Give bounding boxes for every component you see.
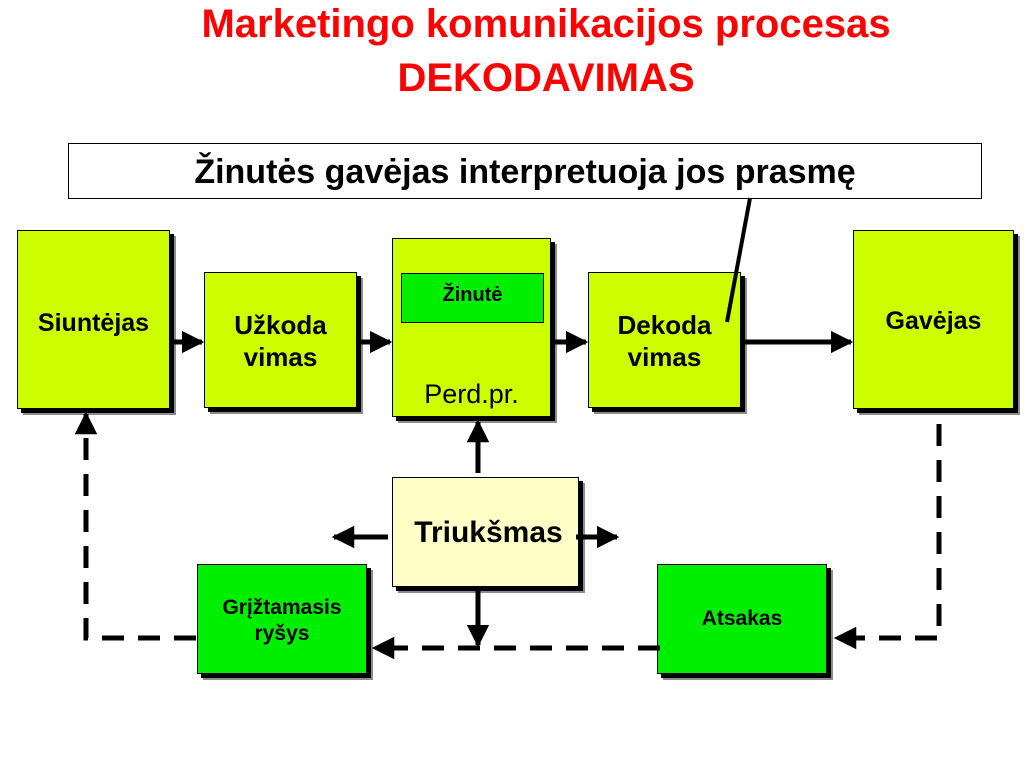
dashed-receiver-to-response — [833, 424, 942, 650]
encoding-label: Užkoda vimas — [234, 310, 327, 372]
response-box: Atsakas — [657, 564, 827, 674]
dashed-feedback-to-sender — [74, 411, 196, 641]
sender-label: Siuntėjas — [37, 309, 150, 337]
callout-box: Žinutės gavėjas interpretuoja jos prasmę — [68, 143, 982, 199]
message-box: Žinutė — [401, 273, 544, 323]
channel-box: Žinutė Perd.pr. — [392, 238, 551, 417]
encoding-box: Užkoda vimas — [204, 272, 357, 408]
noise-label: Triukšmas — [414, 516, 563, 549]
title-line1: Marketingo komunikacijos procesas — [201, 2, 891, 46]
feedback-box: Grįžtamasis ryšys — [197, 564, 367, 674]
response-label: Atsakas — [701, 607, 783, 630]
decoding-box: Dekoda vimas — [588, 272, 741, 408]
decoding-label: Dekoda vimas — [617, 310, 712, 372]
message-label: Žinutė — [442, 284, 503, 306]
receiver-box: Gavėjas — [853, 230, 1014, 409]
channel-label: Perd.pr. — [424, 379, 519, 409]
feedback-label: Grįžtamasis ryšys — [222, 596, 342, 645]
title-line2: DEKODAVIMAS — [397, 56, 695, 100]
noise-box: Triukšmas — [392, 477, 579, 587]
receiver-label: Gavėjas — [885, 307, 982, 335]
callout-pointer — [725, 197, 752, 323]
sender-box: Siuntėjas — [17, 230, 170, 409]
